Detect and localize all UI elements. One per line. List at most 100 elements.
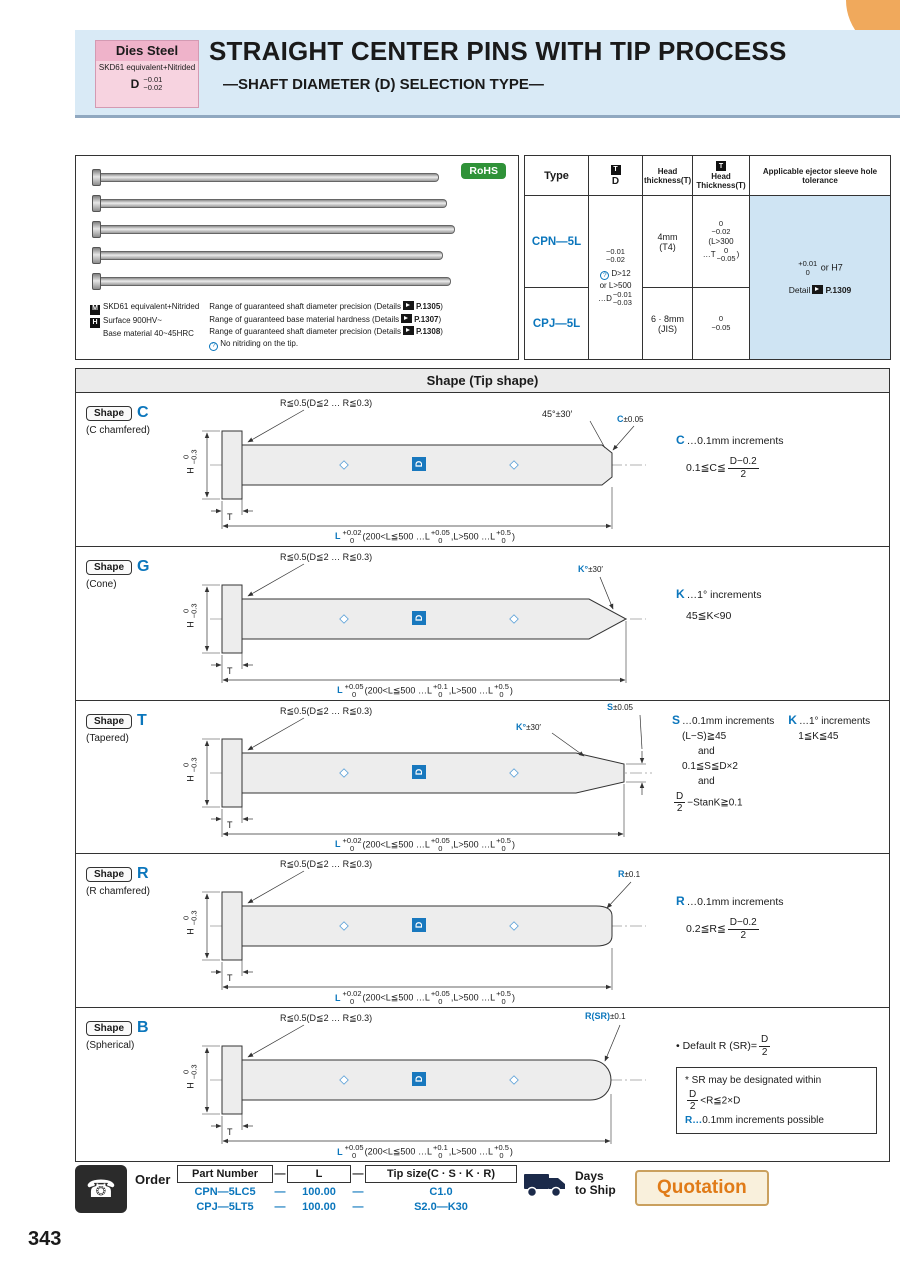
example-tip-size: C1.0 <box>429 1186 453 1198</box>
h-tolerance-stack: 0−0.3 <box>181 449 199 465</box>
shape-badge: Shape <box>86 406 133 421</box>
d-note-text: D>12 <box>611 268 631 278</box>
shape-badge: Shape <box>86 1021 133 1037</box>
note-text: …0.1mm increments <box>686 896 784 909</box>
angle-tolerance: ±30′ <box>526 722 541 732</box>
center-pin <box>92 194 455 212</box>
pin-head <box>92 194 101 212</box>
note-text: * SR may be designated within <box>685 1075 822 1087</box>
range-note-text: Range of guaranteed shaft diameter preci… <box>209 327 401 337</box>
radius-note: R≦0.5(D≦2 … R≦0.3) <box>280 551 373 562</box>
col-head-thickness: Head thickness(T) <box>642 155 693 196</box>
pin-illustration <box>92 168 455 298</box>
range-note-close: ) <box>440 302 443 312</box>
tip-size-box: Tip size(C · S · K · R) <box>365 1165 517 1183</box>
d-label: D <box>412 457 426 471</box>
pin-shaft <box>101 224 455 234</box>
t-note-tolerance-stack: 0−0.05 <box>716 246 736 264</box>
thickness-standard: (JIS) <box>658 323 677 334</box>
note-text: …1° increments <box>686 588 762 601</box>
l-note-text: ,L>500 …L <box>450 839 496 850</box>
table-row-cpn: CPN—5L −0.01−0.02 ?D>12 or L>500 …D−0.01… <box>524 195 891 360</box>
tip-tolerance: ±0.05 <box>623 415 644 424</box>
l-note-text: (200<L≦500 …L <box>364 1146 432 1157</box>
condition: (L−S)≧45 <box>682 730 727 742</box>
note-text: …1° increments <box>798 715 871 727</box>
thickness-value: 6 · 8mm <box>650 313 684 324</box>
tip-variable: K° <box>578 563 589 574</box>
l-note-text: (200<L≦500 …L <box>362 839 430 850</box>
technical-drawing <box>202 563 646 683</box>
l-note-text: ,L>500 …L <box>450 531 496 542</box>
note-text: …0.1mm increments <box>686 435 784 447</box>
condition-text: −StanK≧0.1 <box>687 797 743 809</box>
d-label: D <box>412 918 426 933</box>
increment-note: S…0.1mm increments <box>672 713 774 727</box>
technical-drawing <box>202 409 646 529</box>
t-note-text: (L>300 <box>708 236 734 246</box>
order-label: Order <box>135 1172 171 1187</box>
hardness-note-text: Surface 900HV~ <box>103 315 162 325</box>
angle-variable: K° <box>516 721 527 732</box>
t-dimension-label: T <box>227 819 233 830</box>
condition: 0.1≦S≦D×2 <box>682 760 738 772</box>
d-note-line: …D−0.01−0.03 <box>590 291 641 307</box>
range-note: Range of guaranteed shaft diameter preci… <box>209 326 443 338</box>
example-part-number: CPJ—5LT5 <box>196 1201 254 1213</box>
material-dimension: D −0.01−0.02 <box>131 75 164 92</box>
col-ejector-tolerance: Applicable ejector sleeve hole tolerance <box>749 155 891 196</box>
condition-text: <R≦2×D <box>700 1095 741 1107</box>
tip-dimension-label: R(SR)±0.1 <box>585 1011 626 1021</box>
separator-dash: — <box>352 1201 364 1213</box>
increment-note: K…1° increments <box>788 713 870 727</box>
header-band: Dies Steel SKD61 equivalent+Nitrided D −… <box>75 30 900 118</box>
shape-name: (Cone) <box>86 578 117 590</box>
example-part-number: CPN—5LC5 <box>194 1186 256 1198</box>
note-variable: S <box>672 712 681 727</box>
quotation-badge: Quotation <box>635 1170 769 1206</box>
example-tip-size: S2.0—K30 <box>414 1201 468 1213</box>
shape-g-notes: K…1° increments 45≦K<90 <box>664 547 889 700</box>
order-section: ☎ Order Part Number — L — Tip size(C · S… <box>75 1165 890 1223</box>
page-ref-icon <box>402 326 414 336</box>
l-note-close: ) <box>511 839 515 850</box>
l-note-text: (200<L≦500 …L <box>364 685 432 696</box>
l-note-text: (200<L≦500 …L <box>362 992 430 1003</box>
d-label: D <box>412 764 426 779</box>
center-pin <box>92 220 455 238</box>
page-subtitle: —SHAFT DIAMETER (D) SELECTION TYPE— <box>223 76 544 93</box>
page-ref-icon <box>402 301 414 311</box>
page-ref-icon <box>812 284 824 294</box>
shape-letter: B <box>137 1019 149 1037</box>
d-note-text: or L>500 <box>599 280 632 290</box>
tip-tolerance: ±0.1 <box>624 870 641 880</box>
shape-name: (C chamfered) <box>86 425 150 436</box>
increment-note: K…1° increments <box>676 587 883 601</box>
